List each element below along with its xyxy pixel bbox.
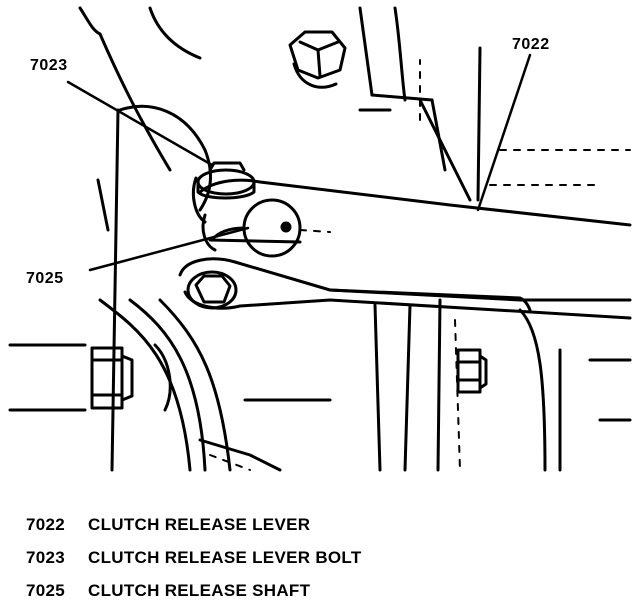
top-bolt xyxy=(288,30,347,89)
legend-part-number: 7025 xyxy=(26,581,66,600)
leader-line-7025 xyxy=(88,226,250,272)
legend-row: 7025 CLUTCH RELEASE SHAFT xyxy=(26,574,362,607)
clutch-release-lever xyxy=(191,176,632,252)
side-nut-left xyxy=(90,346,134,410)
legend-part-number: 7023 xyxy=(26,548,66,567)
legend-part-description: CLUTCH RELEASE LEVER xyxy=(88,515,311,534)
legend-row: 7022 CLUTCH RELEASE LEVER xyxy=(26,508,362,541)
side-nut-right xyxy=(456,348,488,394)
lever-bolt xyxy=(196,161,256,200)
line-drawing xyxy=(8,6,632,472)
callout-7025: 7025 xyxy=(26,270,64,287)
hidden-edge-lines xyxy=(209,59,631,471)
release-shaft xyxy=(210,198,302,258)
legend-row: 7023 CLUTCH RELEASE LEVER BOLT xyxy=(26,541,362,574)
legend-part-number: 7022 xyxy=(26,515,66,534)
transmission-housing xyxy=(8,6,632,472)
callout-7022: 7022 xyxy=(512,36,550,53)
leader-line-7023 xyxy=(66,80,214,167)
legend-part-description: CLUTCH RELEASE SHAFT xyxy=(88,581,311,600)
leader-lines xyxy=(66,53,532,272)
callout-7023: 7023 xyxy=(30,57,68,74)
leader-line-7022 xyxy=(476,53,532,212)
legend-part-description: CLUTCH RELEASE LEVER BOLT xyxy=(88,548,362,567)
lower-linkage xyxy=(178,257,632,320)
